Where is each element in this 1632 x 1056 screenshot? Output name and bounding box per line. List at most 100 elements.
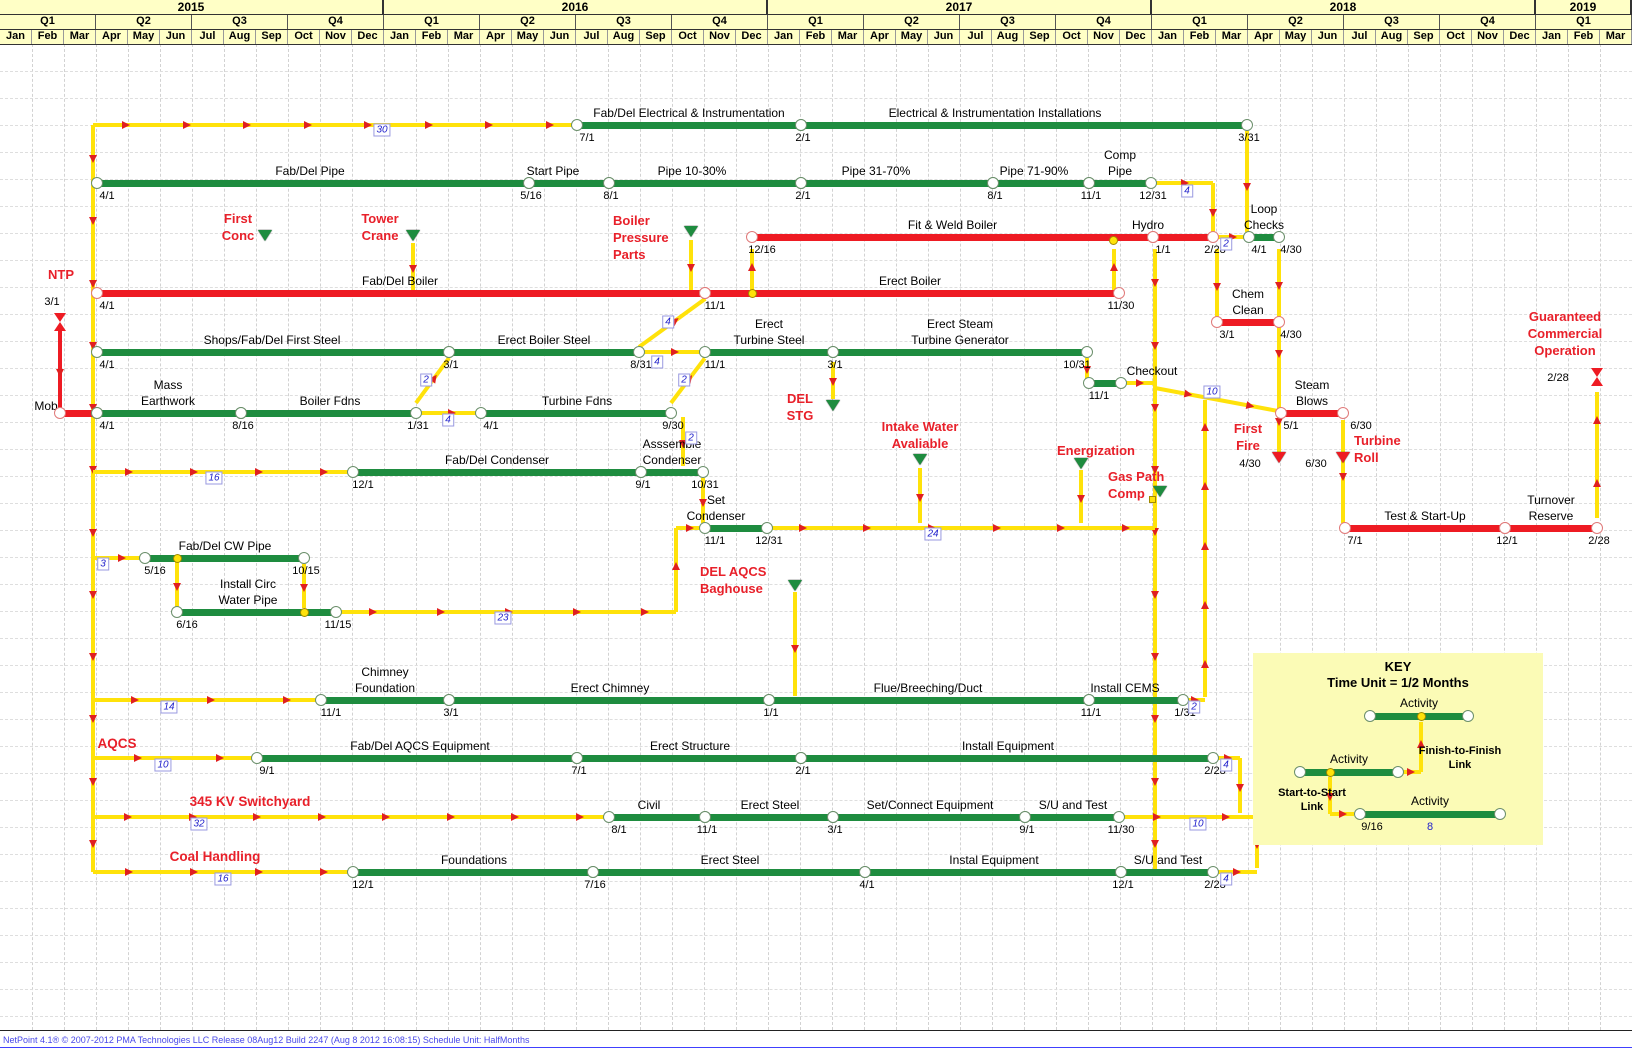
activity-bar[interactable]: [1345, 525, 1505, 532]
activity-bar[interactable]: [609, 180, 801, 187]
activity-node[interactable]: [1145, 177, 1157, 189]
activity-node[interactable]: [827, 811, 839, 823]
activity-node[interactable]: [665, 407, 677, 419]
link-duration-badge[interactable]: 2: [685, 431, 697, 445]
activity-node[interactable]: [763, 694, 775, 706]
activity-bar[interactable]: [993, 180, 1089, 187]
milestone-triangle-icon[interactable]: [826, 400, 840, 411]
link-duration-badge[interactable]: 16: [205, 471, 223, 485]
activity-node[interactable]: [761, 522, 773, 534]
activity-node[interactable]: [746, 231, 758, 243]
activity-bar[interactable]: [833, 349, 1087, 356]
activity-node[interactable]: [699, 811, 711, 823]
milestone-triangle-icon[interactable]: [406, 230, 420, 241]
activity-bar[interactable]: [801, 180, 993, 187]
link-duration-badge[interactable]: 10: [154, 758, 172, 772]
activity-node[interactable]: [235, 407, 247, 419]
activity-node[interactable]: [54, 407, 66, 419]
activity-bar[interactable]: [353, 869, 593, 876]
activity-node[interactable]: [1354, 808, 1366, 820]
link-duration-badge[interactable]: 16: [214, 872, 232, 886]
activity-bar[interactable]: [593, 869, 865, 876]
activity-node[interactable]: [699, 346, 711, 358]
activity-node[interactable]: [347, 866, 359, 878]
activity-bar[interactable]: [97, 349, 449, 356]
activity-node[interactable]: [1113, 287, 1125, 299]
activity-node[interactable]: [410, 407, 422, 419]
activity-node[interactable]: [443, 346, 455, 358]
link-duration-badge[interactable]: 23: [494, 611, 512, 625]
activity-bar[interactable]: [1121, 869, 1213, 876]
link-duration-badge[interactable]: 4: [1181, 184, 1193, 198]
activity-node[interactable]: [1364, 710, 1376, 722]
link-duration-badge[interactable]: 2: [1220, 237, 1232, 251]
activity-node[interactable]: [699, 287, 711, 299]
activity-node[interactable]: [1083, 694, 1095, 706]
activity-node[interactable]: [523, 177, 535, 189]
milestone-triangle-icon[interactable]: [684, 226, 698, 237]
link-duration-badge[interactable]: 4: [1220, 758, 1232, 772]
activity-node[interactable]: [139, 552, 151, 564]
activity-bar[interactable]: [97, 180, 529, 187]
activity-bar[interactable]: [801, 755, 1213, 762]
activity-node[interactable]: [1591, 522, 1603, 534]
activity-node[interactable]: [1081, 346, 1093, 358]
milestone-triangle-icon[interactable]: [1074, 458, 1088, 469]
activity-bar[interactable]: [321, 697, 449, 704]
link-duration-badge[interactable]: 4: [662, 315, 674, 329]
activity-node[interactable]: [1211, 316, 1223, 328]
activity-bar[interactable]: [449, 349, 639, 356]
activity-node[interactable]: [1499, 522, 1511, 534]
activity-bar[interactable]: [769, 697, 1089, 704]
activity-bar[interactable]: [1089, 697, 1183, 704]
activity-node[interactable]: [603, 811, 615, 823]
activity-node[interactable]: [315, 694, 327, 706]
link-duration-badge[interactable]: 3: [97, 557, 109, 571]
activity-node[interactable]: [987, 177, 999, 189]
activity-node[interactable]: [91, 407, 103, 419]
activity-node[interactable]: [1462, 710, 1474, 722]
activity-node[interactable]: [697, 466, 709, 478]
activity-bar[interactable]: [529, 180, 609, 187]
activity-node[interactable]: [795, 119, 807, 131]
link-duration-badge[interactable]: 2: [678, 373, 690, 387]
activity-node[interactable]: [475, 407, 487, 419]
activity-node[interactable]: [827, 346, 839, 358]
activity-node[interactable]: [859, 866, 871, 878]
activity-bar[interactable]: [1089, 380, 1121, 387]
activity-node[interactable]: [603, 177, 615, 189]
activity-node[interactable]: [1243, 231, 1255, 243]
activity-node[interactable]: [1273, 231, 1285, 243]
activity-node[interactable]: [1273, 316, 1285, 328]
activity-bar[interactable]: [60, 410, 97, 417]
activity-bar[interactable]: [257, 755, 577, 762]
activity-node[interactable]: [1115, 866, 1127, 878]
activity-bar[interactable]: [577, 122, 801, 129]
activity-bar[interactable]: [97, 290, 705, 297]
activity-node[interactable]: [635, 466, 647, 478]
link-duration-badge[interactable]: 10: [1203, 385, 1221, 399]
activity-node[interactable]: [571, 119, 583, 131]
activity-node[interactable]: [1207, 231, 1219, 243]
activity-bar[interactable]: [1153, 234, 1213, 241]
activity-node[interactable]: [633, 346, 645, 358]
activity-bar[interactable]: [449, 697, 769, 704]
link-duration-badge[interactable]: 30: [373, 123, 391, 137]
activity-node[interactable]: [795, 752, 807, 764]
activity-node[interactable]: [1083, 377, 1095, 389]
activity-bar[interactable]: [577, 755, 801, 762]
activity-node[interactable]: [298, 552, 310, 564]
activity-node[interactable]: [1083, 177, 1095, 189]
activity-bar[interactable]: [705, 525, 767, 532]
milestone-triangle-icon[interactable]: [788, 580, 802, 591]
activity-bar[interactable]: [641, 469, 703, 476]
milestone-triangle-icon[interactable]: [1272, 452, 1286, 463]
activity-bar[interactable]: [1217, 319, 1279, 326]
activity-node[interactable]: [91, 287, 103, 299]
link-duration-badge[interactable]: 14: [160, 700, 178, 714]
milestone-triangle-icon[interactable]: [1153, 486, 1167, 497]
activity-node[interactable]: [1275, 407, 1287, 419]
activity-bar[interactable]: [1089, 180, 1151, 187]
activity-node[interactable]: [443, 694, 455, 706]
link-duration-badge[interactable]: 24: [924, 527, 942, 541]
